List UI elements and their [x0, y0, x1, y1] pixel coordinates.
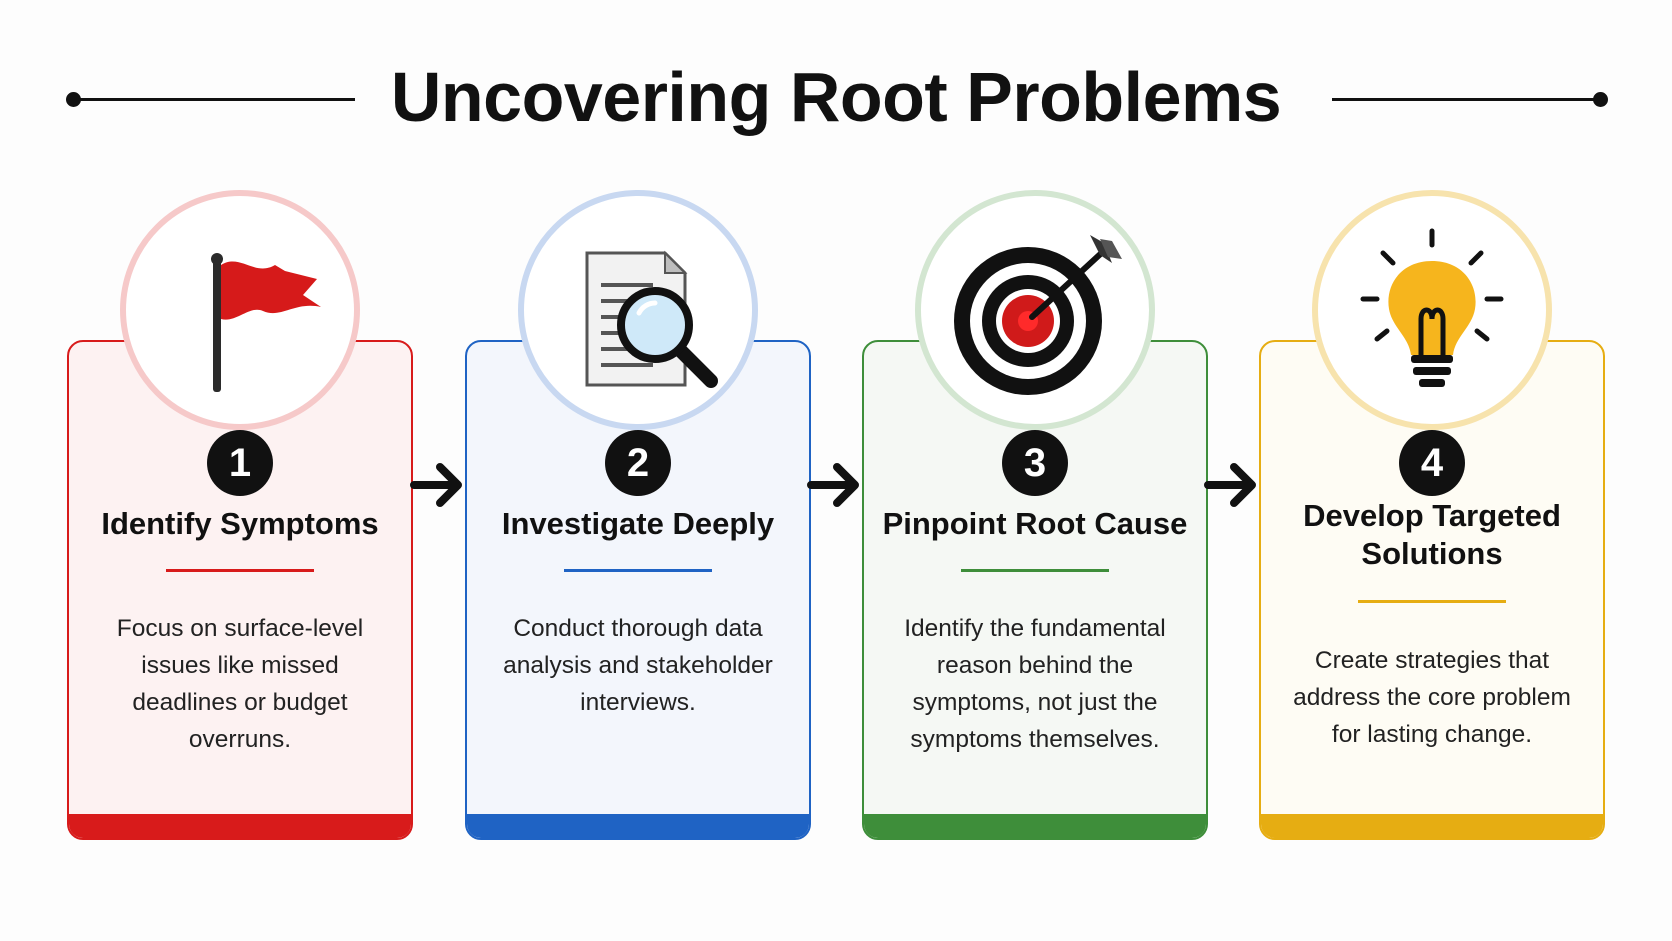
card-base-bar	[69, 814, 411, 838]
arrow-right-icon	[807, 463, 859, 507]
card-base-bar	[864, 814, 1206, 838]
title-rule-left	[72, 98, 355, 101]
step-number-badge: 4	[1399, 430, 1465, 496]
step-description: Focus on surface-level issues like misse…	[116, 615, 364, 753]
arrow-right-icon	[410, 463, 462, 507]
red-flag-icon	[211, 253, 321, 392]
icon-ring	[120, 190, 360, 430]
step-card-panel	[1259, 340, 1605, 840]
icon-ring	[1312, 190, 1552, 430]
title-row: Uncovering Root Problems	[0, 0, 1672, 200]
step-card-identify-symptoms: 1 Identify Symptoms Focus on surface-lev…	[67, 190, 413, 855]
title-dot-right	[1593, 92, 1608, 107]
step-description: Create strategies that address the core …	[1293, 647, 1571, 748]
title-underline	[564, 569, 712, 572]
step-number-badge: 1	[207, 430, 273, 496]
document-magnifier-icon	[585, 250, 718, 388]
step-number-badge: 2	[605, 430, 671, 496]
icon-ring	[518, 190, 758, 430]
title-rule-right	[1332, 98, 1600, 101]
step-number-badge: 3	[1002, 430, 1068, 496]
card-base-bar	[467, 814, 809, 838]
step-card-pinpoint-root-cause: 3 Pinpoint Root Cause Identify the funda…	[862, 190, 1208, 855]
title-underline	[166, 569, 314, 572]
step-title: Investigate Deeply	[501, 506, 775, 541]
title-underline	[961, 569, 1109, 572]
step-title: Develop Targeted Solutions	[1303, 498, 1561, 571]
step-card-develop-targeted-solutions: 4 Develop Targeted Solutions Create stra…	[1259, 190, 1605, 855]
step-title: Identify Symptoms	[101, 506, 379, 541]
step-title: Pinpoint Root Cause	[882, 506, 1188, 541]
lightbulb-icon	[1360, 228, 1504, 387]
card-base-bar	[1261, 814, 1603, 838]
title-dot-left	[66, 92, 81, 107]
page-title: Uncovering Root Problems	[390, 58, 1282, 136]
arrow-right-icon	[1204, 463, 1256, 507]
title-underline	[1358, 600, 1506, 603]
step-description: Identify the fundamental reason behind t…	[904, 615, 1166, 753]
target-arrow-icon	[954, 235, 1122, 395]
icon-ring	[915, 190, 1155, 430]
step-card-panel	[862, 340, 1208, 840]
step-card-investigate-deeply: 2 Investigate Deeply Conduct thorough da…	[465, 190, 811, 855]
step-description: Conduct thorough data analysis and stake…	[503, 615, 773, 716]
